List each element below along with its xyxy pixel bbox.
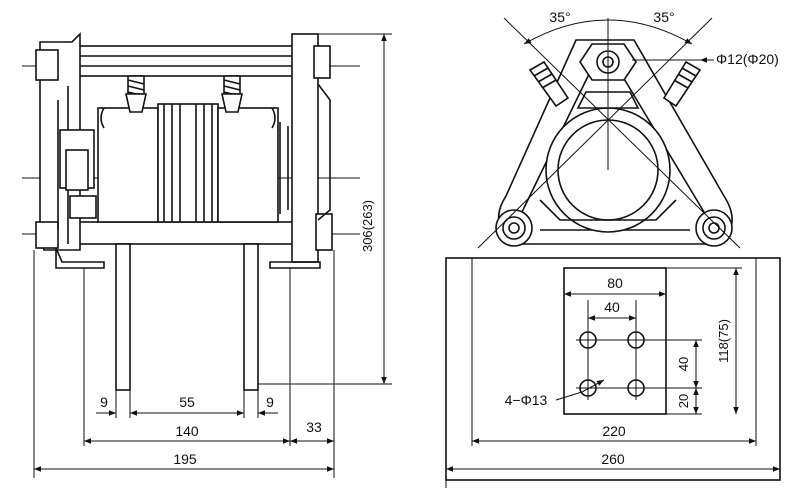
dim-220: 220: [602, 423, 626, 439]
front-view-dimensions: 35° 35° Φ12(Φ20) 80 40 40 20 118(75) 4−Φ…: [446, 9, 780, 472]
dim-195: 195: [173, 451, 197, 467]
dim-260: 260: [601, 451, 625, 467]
dim-angle-right: 35°: [653, 9, 674, 25]
dim-33: 33: [306, 419, 322, 435]
left-angled-nipple: [528, 60, 570, 108]
dim-40-v: 40: [676, 357, 691, 371]
dim-holes-spec: 4−Φ13: [505, 392, 548, 408]
dim-9-right: 9: [266, 394, 274, 410]
dim-20: 20: [676, 394, 691, 408]
right-bolt: [695, 209, 733, 247]
dim-9-left: 9: [100, 394, 108, 410]
side-view: [22, 32, 392, 478]
left-bolt: [495, 209, 533, 247]
left-nipple: [125, 75, 147, 113]
dim-140: 140: [175, 423, 199, 439]
front-view: [445, 17, 781, 488]
dim-80: 80: [607, 275, 623, 291]
dim-118: 118(75): [716, 319, 731, 363]
dim-55: 55: [179, 394, 195, 410]
right-angled-nipple: [662, 60, 702, 108]
dim-angle-left: 35°: [549, 9, 570, 25]
dim-306: 306(263): [360, 200, 375, 252]
side-view-dimensions: 9 55 9 140 33 195 306(263): [34, 34, 387, 472]
dim-40-h: 40: [604, 299, 620, 315]
right-nipple: [221, 75, 243, 113]
dim-bore-dia: Φ12(Φ20): [716, 51, 779, 67]
